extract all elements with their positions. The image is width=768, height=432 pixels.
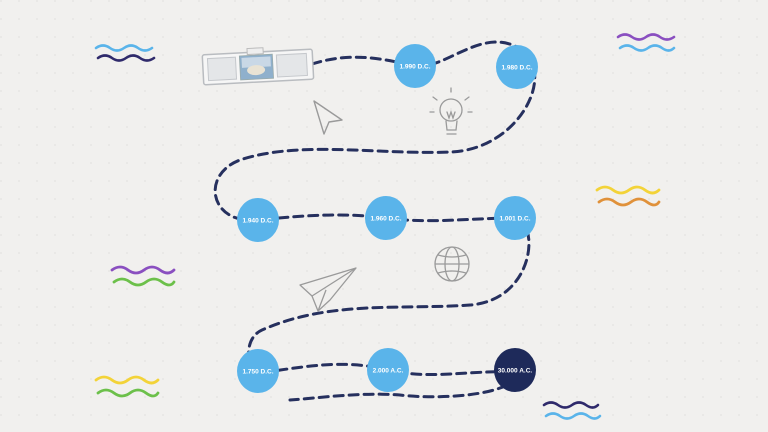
timeline-node-final[interactable]: 30.000 A.C. xyxy=(494,348,536,392)
timeline-node[interactable]: 2.000 A.C. xyxy=(367,348,409,392)
node-circle xyxy=(237,349,279,393)
node-label: 1.990 D.C. xyxy=(399,64,430,71)
timeline-node[interactable]: 1.980 D.C. xyxy=(496,45,538,89)
timeline-node[interactable]: 1.940 D.C. xyxy=(237,198,279,242)
node-circle xyxy=(367,348,409,392)
lightbulb-icon xyxy=(429,87,473,135)
node-circle xyxy=(394,44,436,88)
node-circle xyxy=(365,196,407,240)
node-label: 1.980 D.C. xyxy=(501,65,532,72)
timeline-node[interactable]: 1.750 D.C. xyxy=(237,349,279,393)
node-label: 2.000 A.C. xyxy=(373,368,404,375)
node-label: 1.750 D.C. xyxy=(242,369,273,376)
timeline-node[interactable]: 1.990 D.C. xyxy=(394,44,436,88)
node-circle xyxy=(494,196,536,240)
film-strip-icon xyxy=(201,47,315,86)
squiggle-bottom-left xyxy=(94,375,160,398)
node-label: 30.000 A.C. xyxy=(498,368,533,375)
node-circle xyxy=(494,348,536,392)
squiggle-left-middle xyxy=(110,265,176,287)
node-label: 1.960 D.C. xyxy=(370,216,401,223)
timeline-node[interactable]: 1.960 D.C. xyxy=(365,196,407,240)
node-circle xyxy=(237,198,279,242)
squiggle-top-left xyxy=(94,44,156,62)
squiggle-top-right xyxy=(616,33,676,52)
squiggle-right-middle xyxy=(595,185,661,207)
squiggle-bottom-right xyxy=(542,401,602,420)
globe-icon xyxy=(434,246,470,282)
node-circle xyxy=(496,45,538,89)
cursor-arrow-icon xyxy=(313,100,343,135)
paper-plane-icon xyxy=(299,267,357,312)
timeline-node[interactable]: 1.001 D.C. xyxy=(494,196,536,240)
node-label: 1.001 D.C. xyxy=(499,216,530,223)
node-label: 1.940 D.C. xyxy=(242,218,273,225)
